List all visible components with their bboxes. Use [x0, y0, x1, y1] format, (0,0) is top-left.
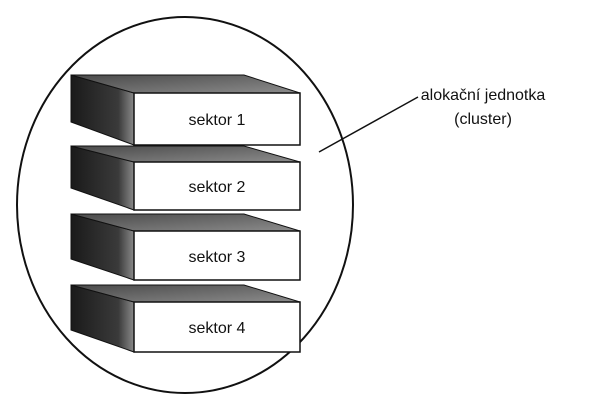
callout-leader-line: [318, 96, 419, 153]
sector-block-3: sektor 3: [70, 213, 301, 281]
sector-block-4: sektor 4: [70, 284, 301, 353]
sector-1-front: [133, 92, 301, 146]
sector-block-2: sektor 2: [70, 145, 301, 211]
sector-4-label: sektor 4: [189, 320, 246, 337]
sector-3-label: sektor 3: [189, 249, 246, 266]
callout-label-line1: alokační jednotka: [421, 87, 546, 104]
sector-2-front: [133, 161, 301, 211]
callout-label-line2: (cluster): [454, 111, 512, 128]
cluster-circle: [16, 16, 354, 394]
sector-4-front: [133, 301, 301, 353]
sector-1-label: sektor 1: [189, 112, 246, 129]
sector-2-label: sektor 2: [189, 179, 246, 196]
sector-block-1: sektor 1: [70, 74, 301, 146]
sector-3-front: [133, 230, 301, 281]
